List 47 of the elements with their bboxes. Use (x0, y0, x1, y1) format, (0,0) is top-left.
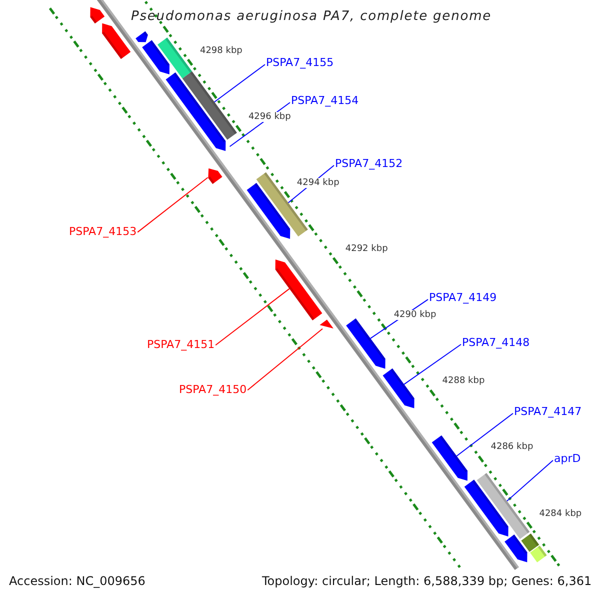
gene-bar (476, 473, 530, 539)
gene-feature (208, 168, 222, 184)
genome-title: Pseudomonas aeruginosa PA7, complete genome (131, 9, 492, 24)
gene-bar (182, 71, 237, 140)
position-label: 4284 kbp (539, 508, 582, 518)
gene-label: PSPA7_4151 (147, 338, 215, 351)
position-label: 4288 kbp (442, 376, 485, 386)
leader-line (214, 64, 266, 102)
gene-label: PSPA7_4155 (266, 56, 334, 69)
gene-feature (246, 182, 290, 239)
gene-label: PSPA7_4148 (462, 336, 530, 349)
accession-text: Accession: NC_009656 (9, 574, 146, 588)
leader-line (456, 412, 514, 456)
gene-feature (166, 72, 226, 151)
gene-label: aprD (554, 452, 581, 465)
gene-feature (142, 40, 170, 74)
position-label: 4296 kbp (248, 112, 291, 122)
position-label: 4292 kbp (345, 244, 388, 254)
gene-label: PSPA7_4147 (514, 405, 582, 418)
position-label: 4298 kbp (200, 46, 242, 56)
leader-line (215, 288, 290, 346)
gene-feature (102, 23, 131, 60)
gene-feature (504, 534, 528, 562)
gene-feature (136, 31, 148, 42)
leader-line (137, 177, 208, 233)
position-label: 4294 kbp (296, 178, 340, 188)
gene-bar (521, 534, 540, 552)
leader-line (247, 328, 323, 391)
position-label: 4290 kbp (394, 310, 436, 320)
gene-bar (158, 38, 192, 78)
gene-label: PSPA7_4154 (291, 94, 359, 107)
position-label: 4286 kbp (490, 442, 534, 452)
leader-line (506, 460, 554, 502)
gene-feature (346, 318, 386, 369)
gene-feature (464, 480, 508, 536)
gene-triangle (320, 320, 334, 329)
gene-label: PSPA7_4149 (429, 291, 497, 304)
gene-label: PSPA7_4152 (335, 157, 403, 170)
gene-feature (382, 368, 414, 408)
gene-label: PSPA7_4153 (69, 225, 137, 238)
leader-line (404, 344, 462, 385)
genome-stats-text: Topology: circular; Length: 6,588,339 bp; Genes: 6,361 (262, 574, 592, 588)
gene-bar (530, 546, 547, 562)
gene-feature (90, 7, 105, 24)
gene-label: PSPA7_4150 (179, 383, 247, 396)
gene-feature (275, 260, 322, 320)
gene-feature (432, 435, 468, 481)
